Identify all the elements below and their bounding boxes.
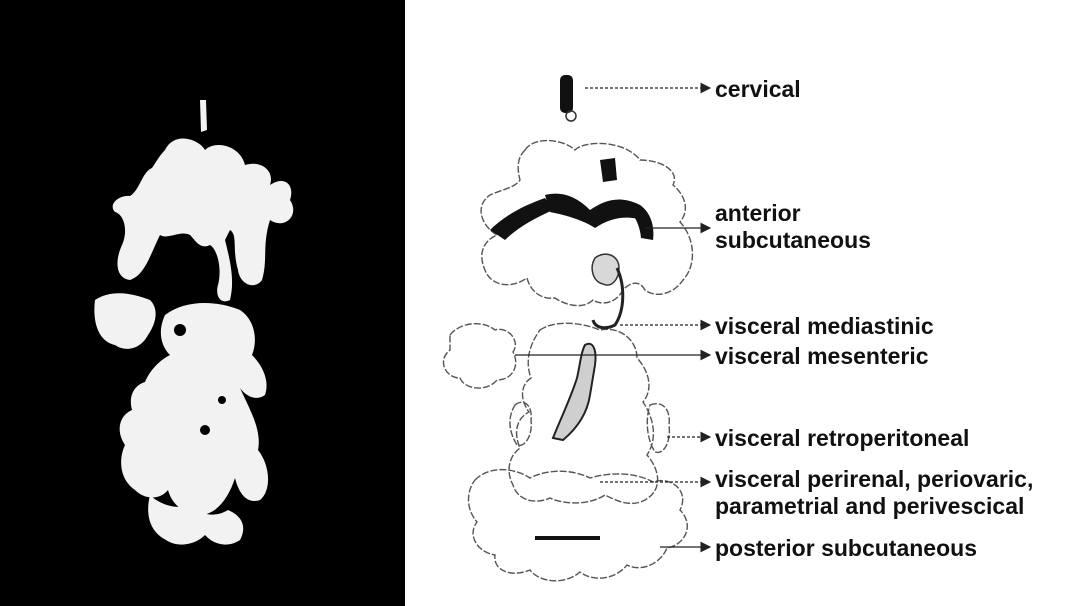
label-visceral-mediastinic: visceral mediastinic: [715, 313, 934, 340]
retroperitoneal-outline: [647, 404, 669, 453]
label-anterior-subcutaneous: anterior subcutaneous: [715, 200, 871, 254]
mri-fat-map-image: [0, 0, 405, 606]
label-perirenal-line2: parametrial and perivescical: [715, 493, 1033, 520]
label-posterior-subcutaneous: posterior subcutaneous: [715, 535, 977, 562]
pelvis-outline: [469, 470, 688, 581]
label-visceral-perirenal: visceral perirenal, periovaric, parametr…: [715, 466, 1033, 520]
mri-fat-map: [0, 0, 405, 606]
mesenteric-region: [553, 344, 596, 440]
label-cervical: cervical: [715, 76, 801, 103]
cervical-region: [560, 75, 573, 113]
left-arm-outline: [443, 324, 515, 388]
label-anterior-line2: subcutaneous: [715, 227, 871, 254]
fat-compartment-schematic: cervical anterior subcutaneous visceral …: [405, 0, 1067, 606]
label-visceral-mesenteric: visceral mesenteric: [715, 343, 929, 370]
label-anterior-line1: anterior: [715, 200, 871, 227]
label-visceral-retroperitoneal: visceral retroperitoneal: [715, 425, 969, 452]
mediastinic-region: [592, 254, 619, 285]
anterior-subcutaneous-region: [490, 198, 553, 240]
label-perirenal-line1: visceral perirenal, periovaric,: [715, 466, 1033, 493]
